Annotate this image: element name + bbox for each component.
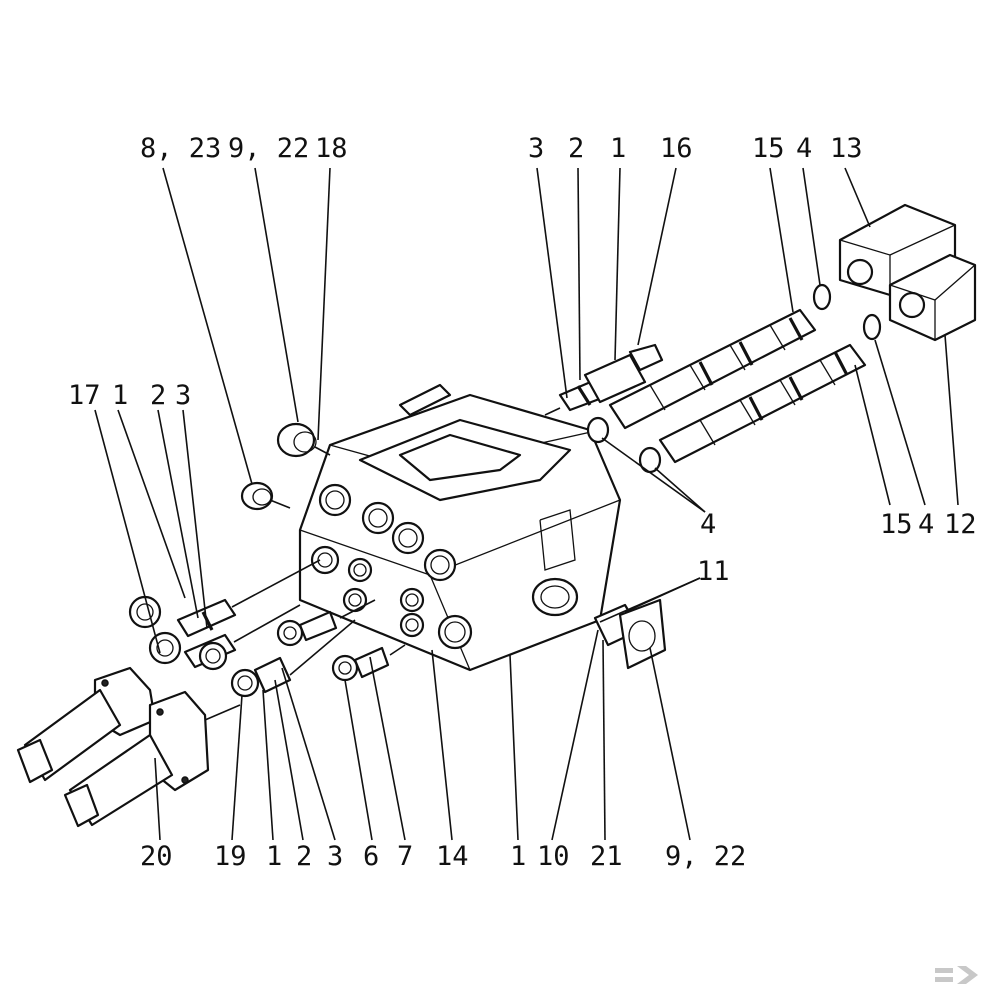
label-4-right-b: 4 [918,509,934,540]
label-20: 20 [140,841,173,872]
label-11: 11 [697,556,730,587]
fittings-left [128,559,321,671]
label-16: 16 [660,133,693,164]
label-4-right: 4 [700,509,716,540]
label-8-23: 8, 23 [140,133,221,164]
label-4-top: 4 [796,133,812,164]
fittings-center [230,599,406,698]
label-15-top: 15 [752,133,785,164]
label-1-bottom: 1 [266,841,282,872]
spool-lower [658,343,867,464]
valve-body [298,383,622,672]
label-1-top: 1 [610,133,626,164]
cartridge-16 [544,343,664,416]
label-3-bottom: 3 [327,841,343,872]
handles-20 [16,666,241,828]
label-14: 14 [436,841,469,872]
plug-8-23 [240,481,291,511]
label-2-top: 2 [568,133,584,164]
leader-lines [94,167,959,841]
label-3-top: 3 [528,133,544,164]
spool-upper [608,308,817,430]
fitting-10-21 [593,598,667,670]
label-15-right: 15 [880,509,913,540]
seal-rings-4 [586,283,882,474]
label-18: 18 [315,133,348,164]
brand-logo [935,966,978,984]
label-9-22-bottom: 9, 22 [665,841,746,872]
end-cap-12 [888,253,977,342]
callout-labels: 8, 23 9, 22 18 3 2 1 16 15 4 13 17 1 2 3… [68,133,977,872]
label-1-left: 1 [112,380,128,411]
label-1-bottom-b: 1 [510,841,526,872]
label-2-bottom: 2 [296,841,312,872]
label-6: 6 [363,841,379,872]
label-13: 13 [830,133,863,164]
label-7: 7 [397,841,413,872]
label-3-left: 3 [175,380,191,411]
label-9-22-top: 9, 22 [228,133,309,164]
plug-9-22-top [276,422,331,458]
label-19: 19 [214,841,247,872]
label-10: 10 [537,841,570,872]
label-2-left: 2 [150,380,166,411]
label-21: 21 [590,841,623,872]
label-17: 17 [68,380,101,411]
label-12: 12 [944,509,977,540]
